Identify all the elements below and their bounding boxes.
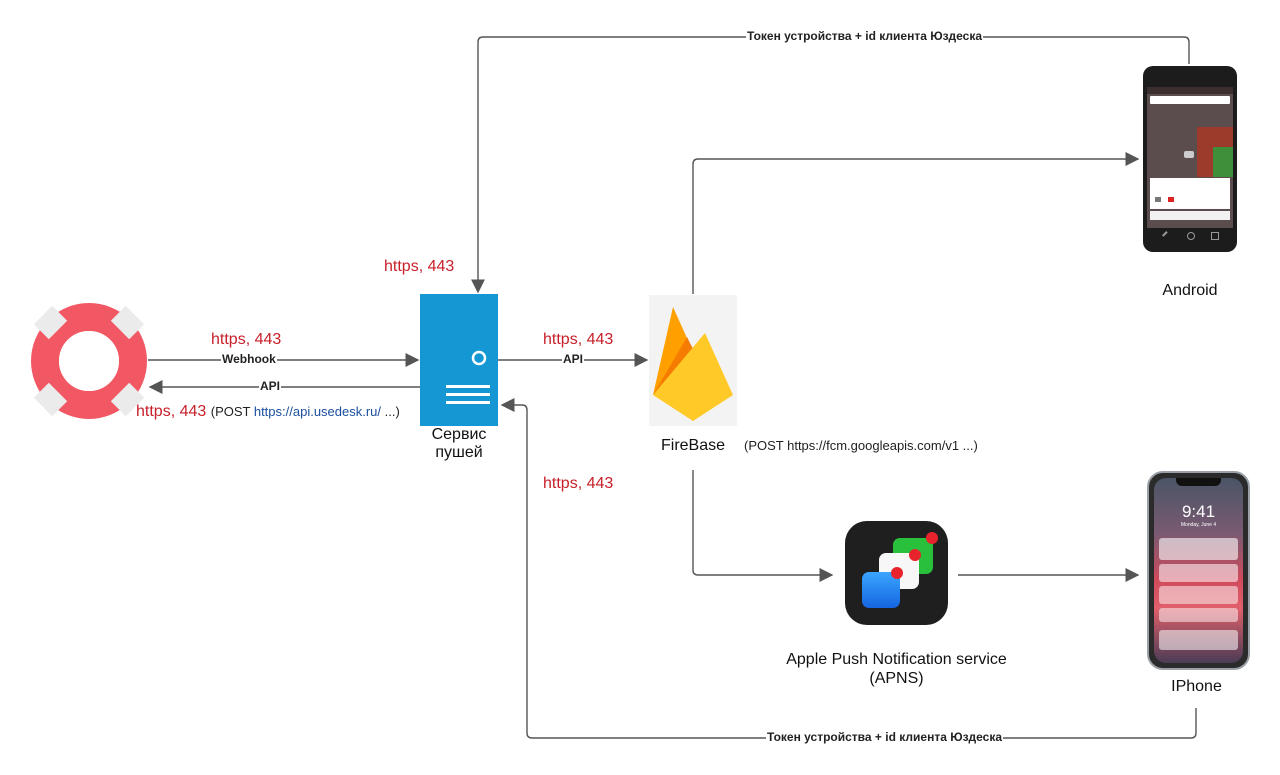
api-left-label: API [259,379,282,393]
firebase-apns-arrow [692,470,834,582]
android-screen [1147,87,1233,228]
firebase-flame-icon [653,307,733,421]
iphone-time: 9:41 [1181,502,1216,521]
iphone-label: IPhone [1171,678,1222,695]
server-label: Сервис пушей [431,426,487,461]
https-api-left-label: https, 443 [136,403,207,420]
apns-icon [845,521,948,625]
https-server-top-label: https, 443 [384,258,455,275]
token-bottom-arrow [500,398,1197,739]
token-bottom-label: Токен устройства + id клиента Юздеска [766,730,1004,744]
token-top-label: Токен устройства + id клиента Юздеска [746,29,984,43]
fcm-post-note: (POST https://fcm.googleapis.com/v1 ...) [744,438,978,453]
usedesk-api-link[interactable]: https://api.usedesk.ru/ [253,404,382,419]
iphone-screen: 9:41 Monday, June 4 [1154,478,1243,663]
firebase-tile [649,295,737,426]
firebase-label: FireBase [660,437,726,454]
https-return-label: https, 443 [543,475,614,492]
https-webhook-label: https, 443 [211,331,282,348]
android-label: Android [1162,282,1218,299]
api-mid-label: API [562,352,585,366]
lifebuoy-icon [31,303,147,419]
apns-label: Apple Push Notification service (APNS) [786,651,1007,687]
firebase-android-arrow [692,152,1140,294]
iphone-date: Monday, June 4 [1180,522,1217,528]
token-top-arrow [471,36,1190,294]
android-phone-icon [1143,66,1237,252]
https-api-mid-label: https, 443 [543,331,614,348]
webhook-label: Webhook [221,352,277,366]
post-usedesk-note: https, 443 (POST https://api.usedesk.ru/… [136,403,400,420]
iphone-icon: 9:41 Monday, June 4 [1147,471,1250,670]
server-icon [420,294,498,426]
